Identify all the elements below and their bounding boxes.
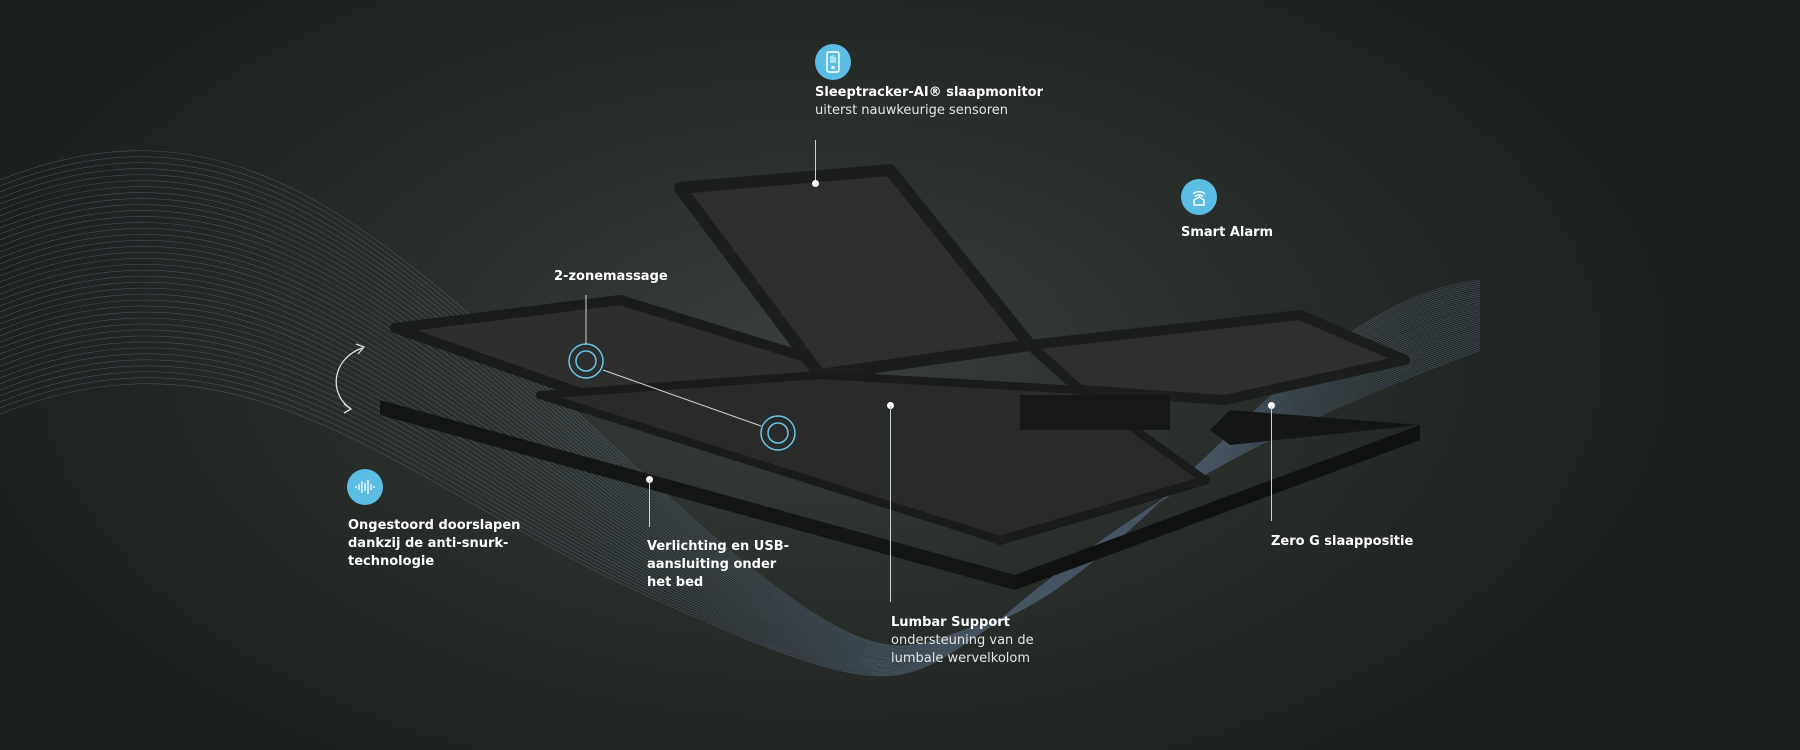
wave-line [0, 210, 1481, 654]
anti-snore-line: technologie [348, 554, 435, 569]
wave-line [0, 251, 1481, 659]
callout-dot [887, 402, 894, 409]
wave-line [0, 342, 1481, 673]
wave-line [0, 305, 1481, 666]
callout-line [815, 140, 816, 183]
wave-lines [0, 150, 1481, 677]
wave-line [0, 281, 1481, 663]
wave-line [0, 275, 1481, 662]
wave-line [0, 346, 1481, 675]
sleeptracker-title: Sleeptracker-AI® slaapmonitor [815, 85, 1043, 100]
wave-line [0, 228, 1481, 656]
massage-label: 2-zonemassage [554, 268, 668, 286]
sleeptracker-label: Sleeptracker-AI® slaapmonitor uiterst na… [815, 84, 1043, 120]
wave-line [0, 216, 1481, 655]
wave-line [0, 299, 1481, 665]
wave-line [0, 192, 1481, 652]
sleeptracker-subtitle: uiterst nauwkeurige sensoren [815, 103, 1009, 118]
anti-snore-line: Ongestoord doorslapen [348, 518, 521, 533]
callout-line [890, 406, 891, 602]
callout-dot [646, 476, 653, 483]
zero-g-title: Zero G slaappositie [1271, 534, 1414, 549]
smart-alarm-label: Smart Alarm [1181, 224, 1273, 242]
wave-line [0, 339, 1481, 672]
zero-g-label: Zero G slaappositie [1271, 533, 1413, 551]
lighting-line: Verlichting en USB- [647, 539, 790, 554]
wave-line [0, 246, 1481, 658]
smart-alarm-title: Smart Alarm [1181, 225, 1274, 240]
lumbar-line: ondersteuning van de [891, 633, 1034, 648]
lighting-line: het bed [647, 575, 704, 590]
wave-line [0, 349, 1481, 677]
wave-line [0, 257, 1481, 660]
wave-line [0, 198, 1481, 652]
lighting-line: aansluiting onder [647, 557, 777, 572]
sound-wave-icon [347, 469, 383, 505]
wave-line [0, 293, 1481, 665]
wave-line [0, 204, 1481, 653]
wave-line [0, 317, 1481, 668]
lumbar-label: Lumbar Support ondersteuning van de lumb… [891, 614, 1034, 668]
adjustable-bed-base [380, 164, 1420, 590]
wave-line [0, 222, 1481, 655]
wave-line [0, 240, 1481, 658]
wave-line [0, 186, 1481, 651]
callout-line [649, 480, 650, 527]
wave-line [0, 335, 1481, 670]
phone-monitor-icon [815, 44, 851, 80]
callout-dot [1268, 402, 1275, 409]
wave-line [0, 269, 1481, 662]
wave-line [0, 287, 1481, 664]
lighting-label: Verlichting en USB- aansluiting onder he… [647, 538, 789, 592]
anti-snore-line: dankzij de anti-snurk- [348, 536, 509, 551]
massage-title: 2-zonemassage [554, 269, 668, 284]
wave-line [0, 340, 1481, 673]
wave-line [0, 329, 1481, 669]
lumbar-line: lumbale wervelkolom [891, 651, 1031, 666]
wave-line [0, 344, 1481, 674]
massage-zone-markers [568, 295, 796, 451]
anti-snore-label: Ongestoord doorslapen dankzij de anti-sn… [348, 517, 520, 571]
massage-zone-2-icon [760, 415, 796, 451]
lumbar-title: Lumbar Support [891, 615, 1010, 630]
callout-line [1271, 406, 1272, 521]
wave-line [0, 311, 1481, 667]
wave-line [0, 348, 1481, 676]
wave-line [0, 263, 1481, 661]
wave-line [0, 323, 1481, 669]
wave-line [0, 337, 1481, 671]
rotate-arrow-icon [335, 343, 366, 414]
smart-home-wifi-icon [1181, 179, 1217, 215]
callout-dot [812, 180, 819, 187]
wave-line [0, 234, 1481, 657]
